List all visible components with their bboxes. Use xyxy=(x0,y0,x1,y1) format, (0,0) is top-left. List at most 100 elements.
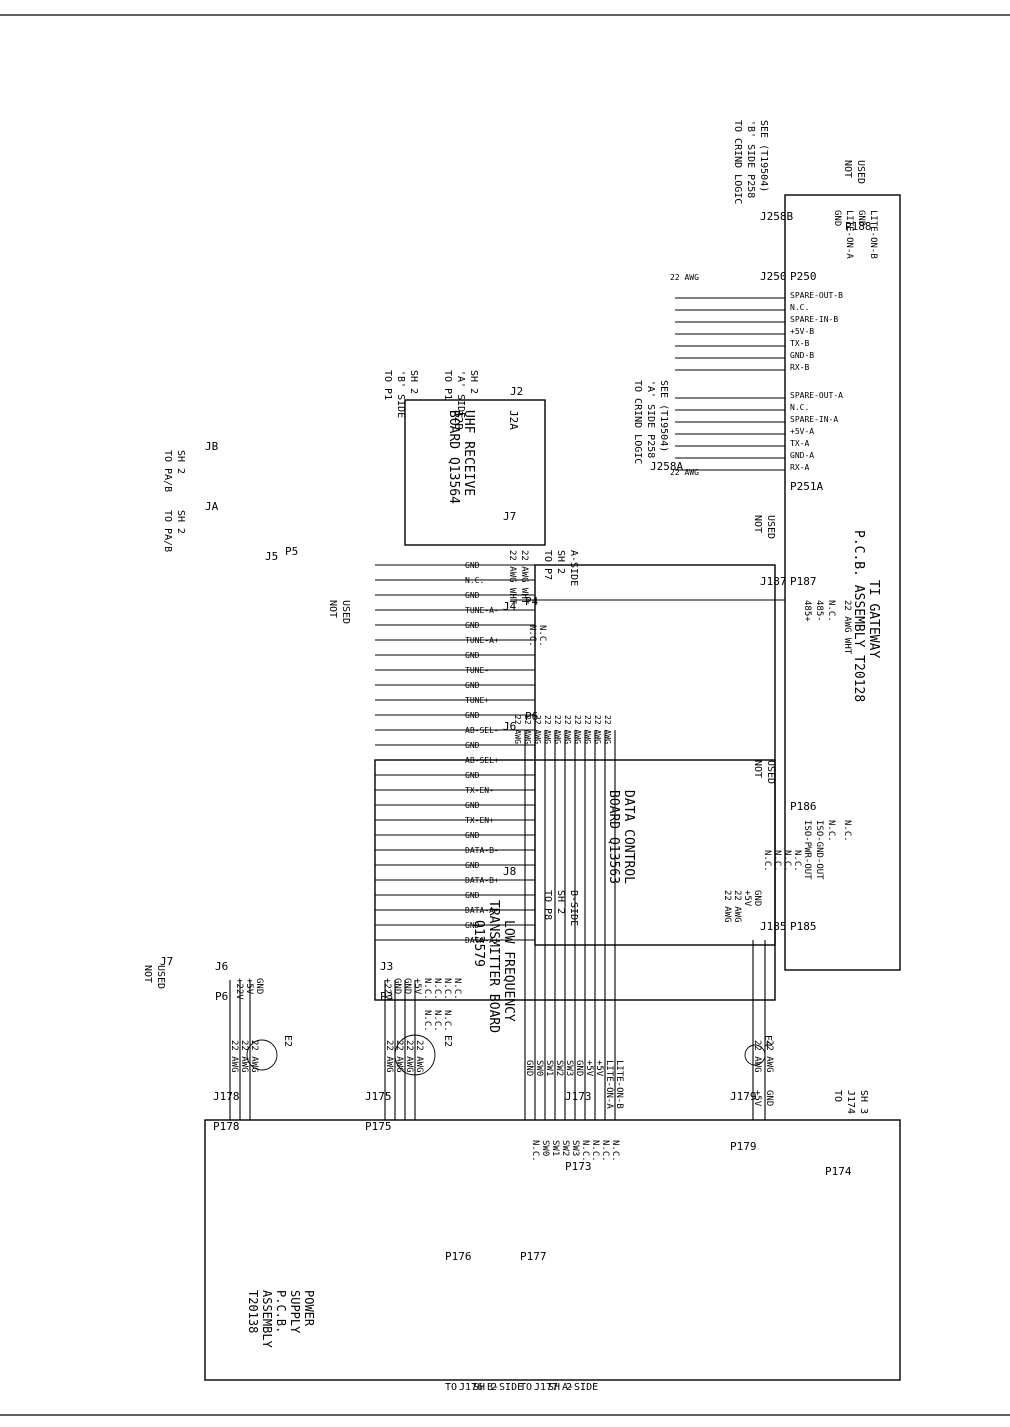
data-j8-label: J8 xyxy=(503,865,516,878)
j178-label: 22 AWG xyxy=(239,1040,249,1073)
lf-jb-label: JB xyxy=(205,440,219,453)
p5-signal: GND xyxy=(465,621,480,630)
p4-awg: 22 AWG WHT xyxy=(507,550,517,605)
lf-j7-label: J7 xyxy=(160,955,173,968)
uhf-board-title: UHF RECEIVE BOARD Q13564 xyxy=(446,410,476,504)
gw-j250-label: J250 xyxy=(760,270,787,283)
p5-signal: GND xyxy=(465,921,480,930)
p174-label: P174 xyxy=(825,1165,852,1178)
gateway-title-line: TI GATEWAY xyxy=(866,580,881,658)
data-p4-label: P4 xyxy=(525,595,539,608)
p250b-signal: SPARE-OUT-B xyxy=(790,291,843,300)
p4-awg: 22 AWG WHT xyxy=(519,550,529,605)
data-j3-label: J3 xyxy=(380,960,393,973)
to-p1-a-ref: TO P1 'A' SIDE SH 2 xyxy=(442,370,479,418)
j175-label: 22 AWG xyxy=(384,1040,394,1073)
p6-awg: 22 AWG xyxy=(583,715,592,744)
gw-p188-label: P188 xyxy=(845,220,872,233)
uhf-j2-label: J2 xyxy=(510,385,523,398)
to-p7-line: TO P7 xyxy=(542,550,553,580)
gw-p185-label: P185 xyxy=(790,920,817,933)
j173-label: +5V xyxy=(584,1060,594,1077)
to-j174-line: J174 xyxy=(845,1090,856,1114)
j3-signal: GND xyxy=(402,978,412,994)
lf-to-pab: TO PA/B xyxy=(162,510,173,552)
uhf-board-outline xyxy=(404,399,546,546)
p6-awg: 22 AWG xyxy=(603,715,612,744)
to-j177-line: SH 2 xyxy=(548,1382,572,1393)
p188-signal: GND xyxy=(832,210,842,226)
p173-signal: N.C. xyxy=(580,1140,590,1162)
uhf-j2a-label: J2A xyxy=(507,410,520,430)
j178-label: 22 AWG xyxy=(249,1040,259,1073)
p5-signal: AB-SEL- xyxy=(465,726,499,735)
j175-label: 22 AWG xyxy=(394,1040,404,1073)
p6-awg: 22 AWG xyxy=(513,715,522,744)
p185-nc: N.C. xyxy=(842,820,852,842)
gateway-title: TI GATEWAY P.C.B. ASSEMBLY T20128 xyxy=(851,530,881,702)
to-crind-b-line: 'B' SIDE P258 xyxy=(745,120,756,198)
ferrite-ring xyxy=(246,1039,278,1071)
p250b-signal: TX-B xyxy=(790,339,809,348)
data-j6-label: J6 xyxy=(503,720,516,733)
j185-nc: N.C. xyxy=(772,850,782,872)
to-j177-ref: TO J177 SH 2 A-SIDE xyxy=(520,1382,598,1393)
p5-signal: GND xyxy=(465,831,480,840)
lf-title-line: Q13579 xyxy=(471,920,486,967)
gw-j185-label: J185 xyxy=(760,920,787,933)
lf-to-pab: TO PA/B xyxy=(162,450,173,492)
p250b-signal: SPARE-IN-B xyxy=(790,315,838,324)
power-supply-title-line: P.C.B. xyxy=(274,1290,288,1333)
e4-label: E4 xyxy=(762,1035,773,1047)
gw-p250-label: P250 xyxy=(790,270,817,283)
p187-signal: N.C. xyxy=(826,600,836,622)
p250a-signal: +5V-A xyxy=(790,427,814,436)
p6-awg: 22 AWG xyxy=(563,715,572,744)
j185-awg: 22 AWG xyxy=(732,890,742,923)
j173-label: J173 xyxy=(565,1090,592,1103)
p5-signal: TUNE- xyxy=(465,666,489,675)
power-supply-title-line: SUPPLY xyxy=(288,1290,302,1334)
j185-nc: N.C. xyxy=(782,850,792,872)
j3-signal: N.C. xyxy=(442,978,452,1000)
p250a-signal: RX-A xyxy=(790,463,809,472)
lf-title-line: TRANSMITTER BOARD xyxy=(486,900,501,1033)
to-p8-ref: TO P8 SH 2 B-SIDE xyxy=(542,890,579,926)
gateway-title-line: P.C.B. ASSEMBLY T20128 xyxy=(851,530,866,702)
p187-signal: 485- xyxy=(814,600,824,622)
data-title-line: DATA CONTROL xyxy=(621,790,636,884)
j175-label: 22 AWG xyxy=(414,1040,424,1073)
p5-signal: AB-SEL+ xyxy=(465,756,499,765)
lf-ja-label: JA xyxy=(205,500,219,513)
j258b-awg: 22 AWG xyxy=(670,273,699,282)
p173-signal: SW0 xyxy=(540,1140,550,1156)
p5-signal: GND xyxy=(465,771,480,780)
j175-label: J175 xyxy=(365,1090,392,1103)
p3-signal: N.C. xyxy=(442,1010,452,1032)
p173-signal: SW2 xyxy=(560,1140,570,1156)
j179-wire-name: GND xyxy=(764,1090,774,1106)
p187-awg: 22 AWG WHT xyxy=(842,600,852,655)
j185-wire: +5V xyxy=(742,890,752,907)
to-crind-b-line: TO CRIND LOGIC xyxy=(732,120,743,204)
lf-j6-signal: GND xyxy=(254,978,264,994)
to-p8-line: B-SIDE xyxy=(568,890,579,926)
p5-signal: GND xyxy=(465,681,480,690)
to-crind-a-line: 'A' SIDE P258 xyxy=(645,380,656,458)
to-p7-ref: TO P7 SH 2 A-SIDE xyxy=(542,550,579,586)
p5-signal: GND xyxy=(465,741,480,750)
to-p8-line: SH 2 xyxy=(555,890,566,914)
j179-label: 22 AWG xyxy=(752,1040,762,1073)
j178-label: J178 xyxy=(213,1090,240,1103)
j3-signal: +5V xyxy=(412,978,422,995)
gw-not-used: NOT xyxy=(842,160,853,178)
j185-nc: N.C. xyxy=(762,850,772,872)
p6-awg: 22 AWG xyxy=(543,715,552,744)
p5-signal: GND xyxy=(465,561,480,570)
p173-signal: N.C. xyxy=(610,1140,620,1162)
uhf-title-line: UHF RECEIVE xyxy=(461,410,476,496)
p250a-signal: N.C. xyxy=(790,403,809,412)
lf-board-title: LOW FREQUENCY TRANSMITTER BOARD Q13579 xyxy=(471,900,516,1033)
to-p1-b-ref: TO P1 'B' SIDE SH 2 xyxy=(382,370,419,418)
